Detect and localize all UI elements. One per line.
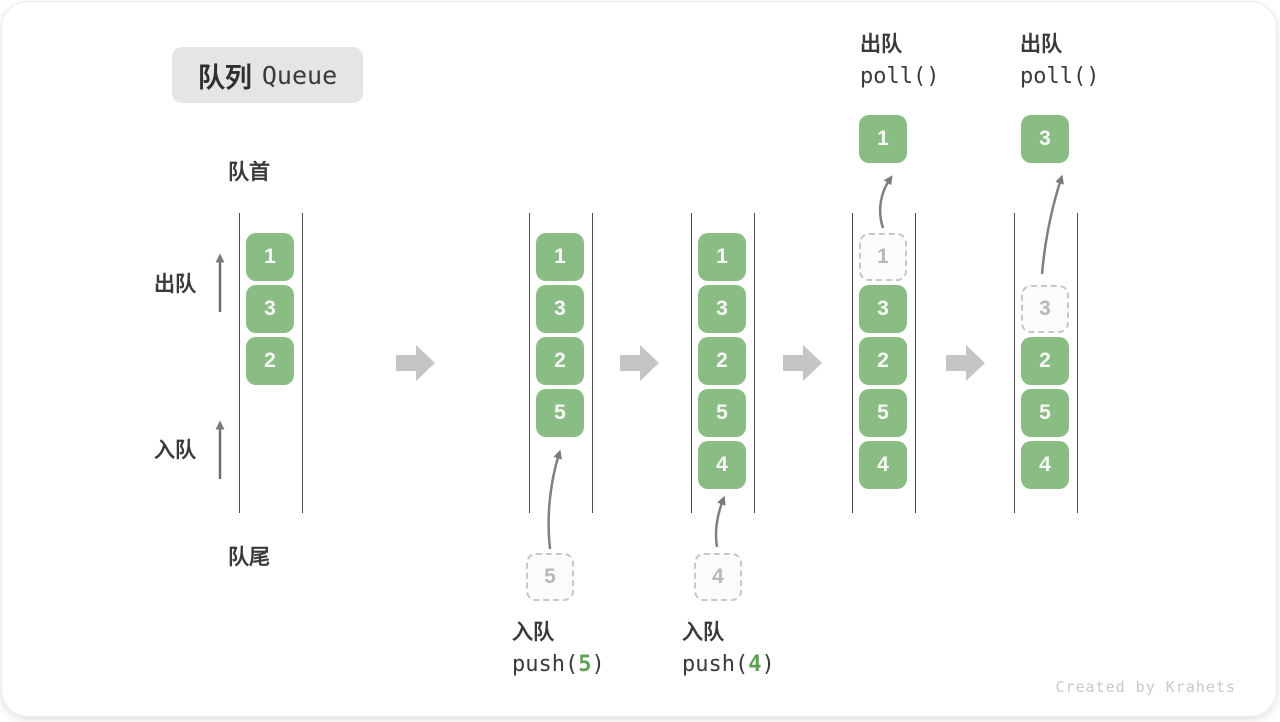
label-queue-front: 队首	[228, 161, 270, 184]
queue-item: 4	[859, 441, 907, 489]
queue-item: 3	[698, 285, 746, 333]
title-zh: 队列	[197, 62, 252, 93]
queue-channel-1	[239, 213, 303, 513]
queue-channel-5	[1014, 213, 1078, 513]
next-state-arrow-icon	[946, 345, 985, 381]
queue-item: 2	[698, 337, 746, 385]
queue-item: 2	[246, 337, 294, 385]
label-dequeue: 出队	[154, 273, 196, 296]
queue-channel-4	[852, 213, 916, 513]
operation-code: poll()	[1020, 64, 1100, 89]
removed-item: 3	[1021, 285, 1069, 333]
operation-label-poll-3: 出队 poll()	[1020, 30, 1099, 94]
operation-label-push-4: 入队 push(4)	[682, 618, 775, 682]
pending-item: 4	[694, 553, 742, 601]
code-arg: 4	[748, 652, 762, 677]
title-badge: 队列 Queue	[172, 47, 363, 103]
code-fn: push(	[512, 652, 579, 677]
operation-enqueue-text: 入队	[512, 621, 554, 644]
queue-item: 5	[698, 389, 746, 437]
next-state-arrow-icon	[396, 345, 435, 381]
pending-item: 5	[526, 553, 574, 601]
operation-dequeue-text: 出队	[1020, 33, 1062, 56]
operation-code: push(4)	[682, 648, 775, 682]
queue-item: 5	[859, 389, 907, 437]
popped-item: 1	[859, 115, 907, 163]
queue-channel-2	[529, 213, 593, 513]
operation-enqueue-text: 入队	[682, 621, 724, 644]
queue-item: 5	[1021, 389, 1069, 437]
queue-item: 4	[698, 441, 746, 489]
label-queue-rear: 队尾	[228, 546, 270, 569]
popped-item: 3	[1021, 115, 1069, 163]
queue-item: 5	[536, 389, 584, 437]
removed-item: 1	[859, 233, 907, 281]
queue-item: 2	[536, 337, 584, 385]
credit-text: Created by Krahets	[1055, 678, 1236, 696]
queue-item: 1	[246, 233, 294, 281]
queue-item: 2	[1021, 337, 1069, 385]
label-enqueue: 入队	[154, 439, 196, 462]
operation-label-poll-1: 出队 poll()	[860, 30, 939, 94]
queue-item: 3	[246, 285, 294, 333]
queue-item: 3	[536, 285, 584, 333]
queue-item: 1	[698, 233, 746, 281]
queue-item: 2	[859, 337, 907, 385]
code-fn: push(	[682, 652, 749, 677]
code-close: )	[591, 652, 605, 677]
code-arg: 5	[578, 652, 592, 677]
queue-item: 1	[536, 233, 584, 281]
operation-code: poll()	[860, 64, 940, 89]
operation-dequeue-text: 出队	[860, 33, 902, 56]
title-en: Queue	[261, 60, 338, 90]
operation-code: push(5)	[512, 648, 605, 682]
code-close: )	[761, 652, 775, 677]
queue-channel-3	[691, 213, 755, 513]
next-state-arrow-icon	[783, 345, 822, 381]
next-state-arrow-icon	[620, 345, 659, 381]
queue-item: 4	[1021, 441, 1069, 489]
operation-label-push-5: 入队 push(5)	[512, 618, 605, 682]
queue-item: 3	[859, 285, 907, 333]
